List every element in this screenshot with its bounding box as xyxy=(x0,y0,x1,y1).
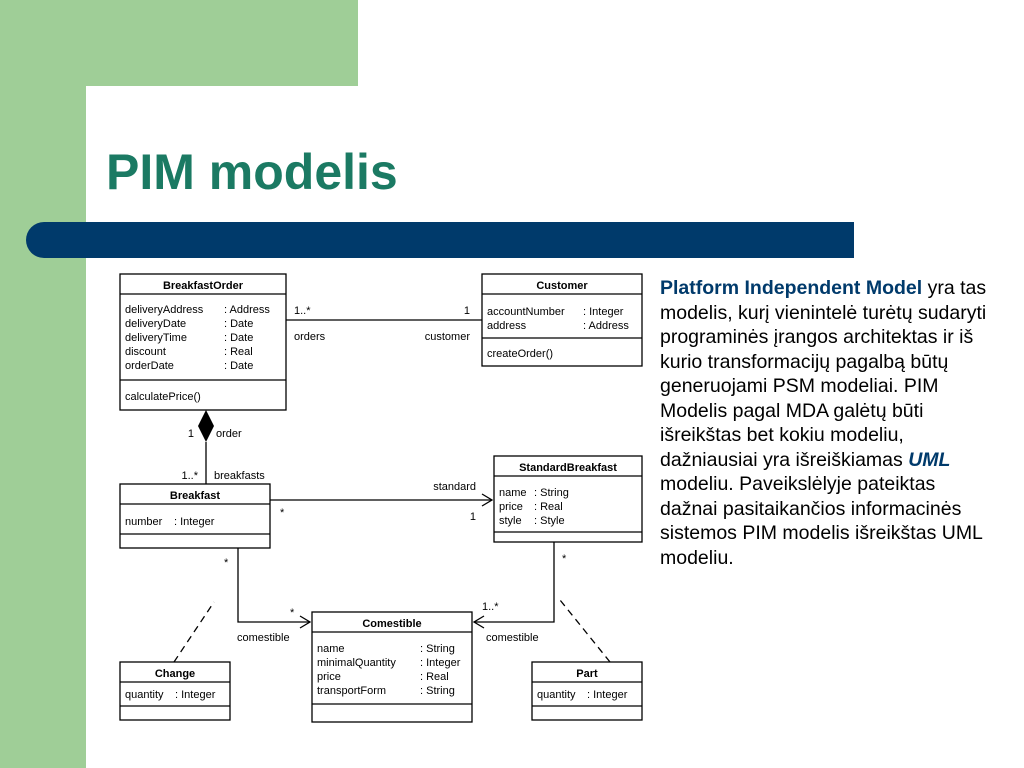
class-box-breakfast xyxy=(119,483,271,549)
uml-class-diagram: BreakfastOrder deliveryAddress : Address… xyxy=(119,273,643,723)
attr-type: : String xyxy=(420,685,455,697)
assoc-breakfast-comestible xyxy=(237,548,310,623)
operation: calculatePrice() xyxy=(125,391,201,403)
attr-name: deliveryDate xyxy=(125,318,186,330)
class-name-standardbreakfast: StandardBreakfast xyxy=(519,462,617,474)
generalization-part xyxy=(559,599,611,663)
title-underline-bar xyxy=(26,222,854,258)
class-box-part xyxy=(531,661,643,721)
attr-name: transportForm xyxy=(317,685,386,697)
attr-type: : Integer xyxy=(175,689,216,701)
multiplicity-label: * xyxy=(224,557,229,569)
attr-name: quantity xyxy=(125,689,164,701)
operation: createOrder() xyxy=(487,348,553,360)
class-name-comestible: Comestible xyxy=(362,618,421,630)
multiplicity-label: * xyxy=(280,507,285,519)
attr-type: : String xyxy=(420,643,455,655)
attr-type: : Integer xyxy=(174,516,215,528)
attr-name: quantity xyxy=(537,689,576,701)
composition-diamond xyxy=(198,410,214,442)
description-part-2: modeliu. Paveikslėlyje pateiktas dažnai … xyxy=(660,473,983,569)
role-label: comestible xyxy=(237,632,290,644)
role-label: customer xyxy=(425,331,471,343)
class-name-breakfastorder: BreakfastOrder xyxy=(163,280,244,292)
multiplicity-label: 1..* xyxy=(181,470,198,482)
description-part-1: yra tas modelis, kurį vienintelė turėtų … xyxy=(660,277,987,471)
slide-title: PIM modelis xyxy=(106,144,398,200)
attr-name: number xyxy=(125,516,163,528)
multiplicity-label: * xyxy=(562,553,567,565)
generalization-change xyxy=(173,601,215,663)
attr-name: name xyxy=(317,643,345,655)
attr-type: : Date xyxy=(224,318,253,330)
attr-type: : String xyxy=(534,487,569,499)
attr-name: deliveryTime xyxy=(125,332,187,344)
role-label: standard xyxy=(433,481,476,493)
attr-type: : Date xyxy=(224,360,253,372)
multiplicity-label: 1 xyxy=(470,511,476,523)
description-highlight: Platform Independent Model xyxy=(660,277,923,299)
description-text: Platform Independent Model yra tas model… xyxy=(660,276,990,570)
attr-type: : Integer xyxy=(583,306,624,318)
role-label: breakfasts xyxy=(214,470,265,482)
attr-name: price xyxy=(499,501,523,513)
attr-type: : Style xyxy=(534,515,565,527)
role-label: comestible xyxy=(486,632,539,644)
class-box-breakfastorder xyxy=(119,273,287,411)
description-uml: UML xyxy=(908,448,951,471)
content-panel xyxy=(86,86,1024,768)
attr-name: address xyxy=(487,320,527,332)
attr-type: : Integer xyxy=(420,657,461,669)
role-label: orders xyxy=(294,331,326,343)
multiplicity-label: 1..* xyxy=(482,601,499,613)
class-box-customer xyxy=(481,273,643,367)
multiplicity-label: 1 xyxy=(464,305,470,317)
class-box-change xyxy=(119,661,231,721)
attr-type: : Real xyxy=(224,346,253,358)
multiplicity-label: * xyxy=(290,607,295,619)
attr-type: : Date xyxy=(224,332,253,344)
attr-type: : Real xyxy=(534,501,563,513)
attr-type: : Address xyxy=(583,320,629,332)
attr-name: style xyxy=(499,515,522,527)
class-box-standardbreakfast xyxy=(493,455,643,543)
class-name-part: Part xyxy=(576,668,598,680)
attr-name: minimalQuantity xyxy=(317,657,396,669)
class-name-change: Change xyxy=(155,668,195,680)
class-name-customer: Customer xyxy=(536,280,588,292)
attr-type: : Address xyxy=(224,304,270,316)
assoc-standard-comestible xyxy=(474,542,555,623)
multiplicity-label: 1 xyxy=(188,428,194,440)
attr-name: price xyxy=(317,671,341,683)
multiplicity-label: 1..* xyxy=(294,305,311,317)
attr-name: discount xyxy=(125,346,166,358)
attr-name: accountNumber xyxy=(487,306,565,318)
attr-type: : Real xyxy=(420,671,449,683)
role-label: order xyxy=(216,428,242,440)
class-name-breakfast: Breakfast xyxy=(170,490,220,502)
attr-name: name xyxy=(499,487,527,499)
attr-name: orderDate xyxy=(125,360,174,372)
green-side-band xyxy=(0,0,86,768)
attr-name: deliveryAddress xyxy=(125,304,204,316)
attr-type: : Integer xyxy=(587,689,628,701)
